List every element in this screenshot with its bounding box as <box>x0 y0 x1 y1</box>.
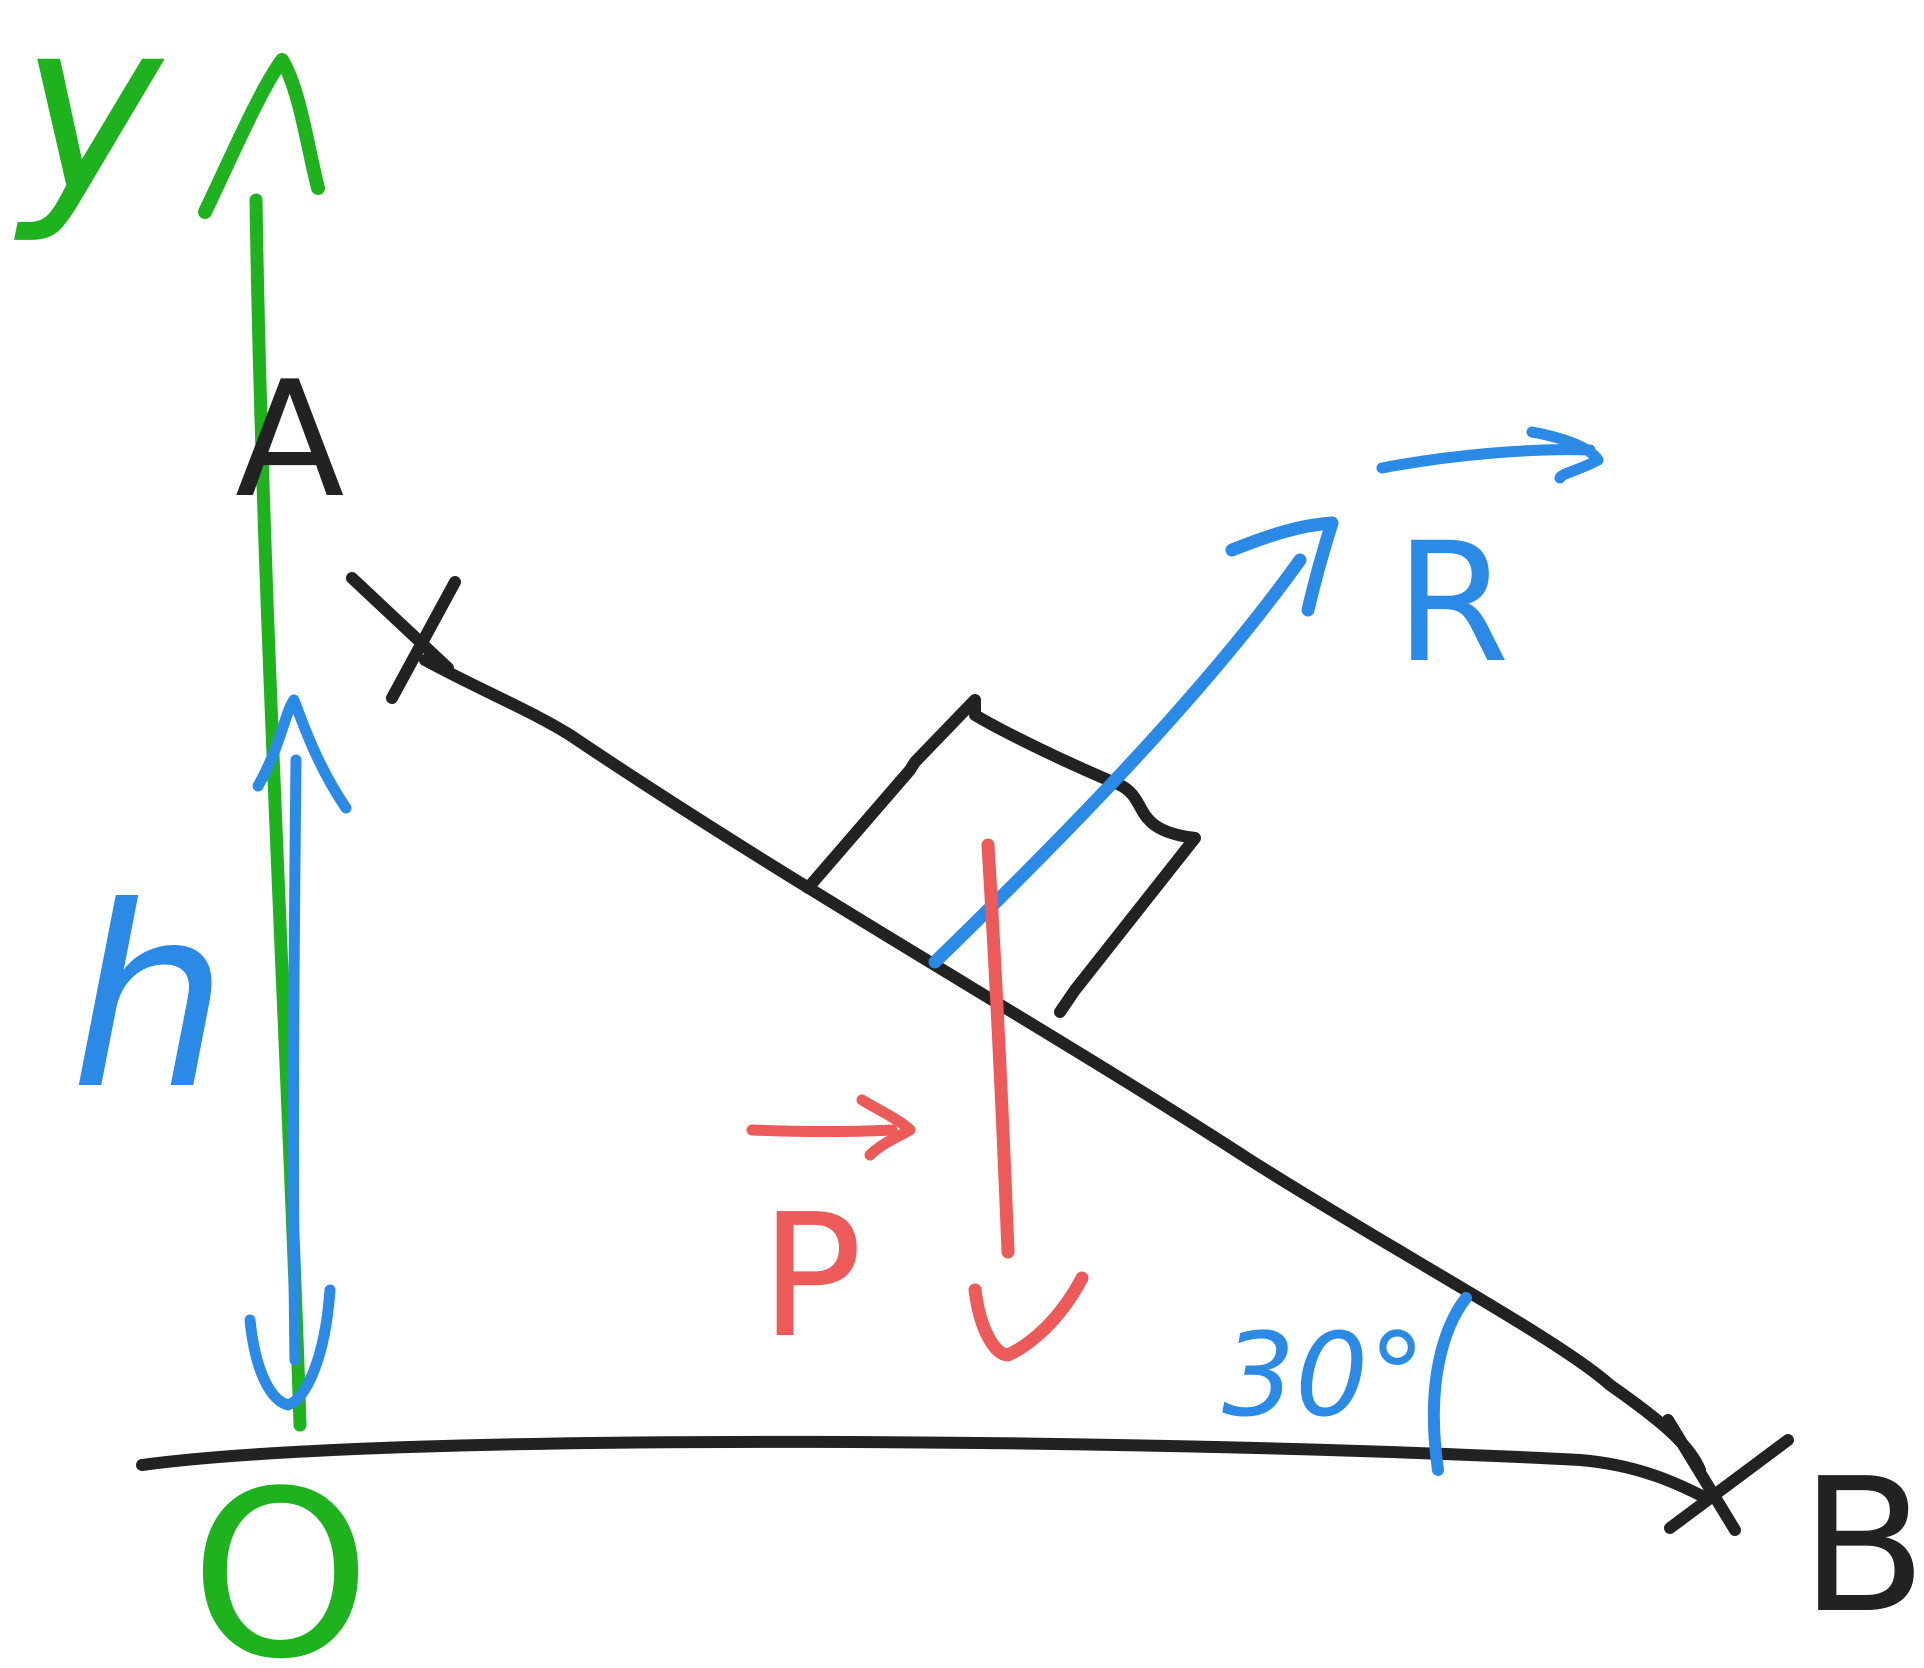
y-axis-arrowhead <box>198 53 325 219</box>
force-r-arrow <box>928 553 1307 969</box>
cross-mark-b <box>1662 1414 1794 1536</box>
ground-line <box>136 1435 1706 1501</box>
force-p-vector-arrow <box>746 1094 916 1161</box>
height-label: h <box>70 853 228 1144</box>
height-arrow-top-head <box>252 694 352 814</box>
force-p-arrowhead <box>968 1271 1089 1362</box>
height-arrow-bottom-head <box>244 1284 336 1411</box>
force-r-arrowhead <box>1225 516 1339 617</box>
force-p-arrow <box>981 838 1015 1259</box>
height-arrow-shaft <box>287 754 302 1366</box>
force-r-label: R <box>1395 507 1510 699</box>
block <box>802 694 1201 1018</box>
incline-line <box>419 654 1706 1476</box>
y-axis-label: y <box>14 0 165 247</box>
force-p-label: P <box>760 1178 863 1376</box>
angle-label: 30° <box>1222 1309 1426 1443</box>
point-b-label: B <box>1800 1438 1924 1654</box>
origin-label: O <box>190 1443 371 1668</box>
point-a-label: A <box>235 346 344 533</box>
force-r-vector-arrow <box>1376 426 1604 484</box>
cross-mark-a <box>346 572 461 704</box>
angle-arc <box>1427 1292 1472 1476</box>
